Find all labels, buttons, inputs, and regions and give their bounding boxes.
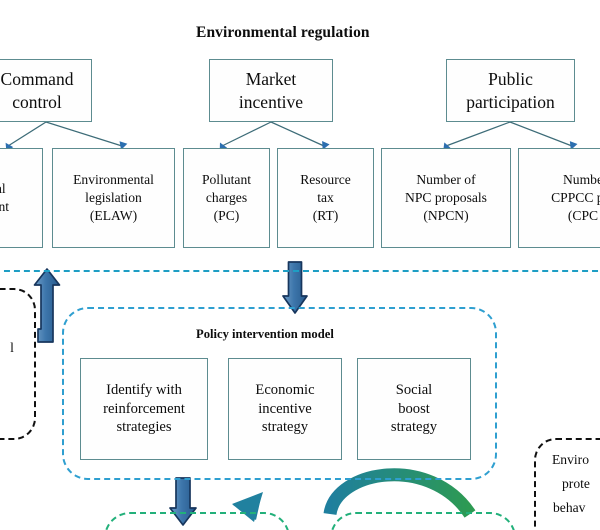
indicator-label-line-3: (NPCN) <box>423 207 469 223</box>
left-clipped-dashed-box[interactable] <box>0 288 36 440</box>
elbow-up-block-arrow <box>33 268 61 343</box>
environmental-protection-behavior-label-line-1: Enviro <box>552 452 589 467</box>
strategy-label-line-3: strategies <box>116 419 172 436</box>
indicator-label-line-2: charges <box>205 190 248 206</box>
category-box-market-incentive[interactable]: Market incentive <box>209 59 333 122</box>
environmental-protection-behavior-box[interactable] <box>534 438 600 530</box>
indicator-label-line-2: tax <box>317 190 334 206</box>
indicator-box-npc-proposals[interactable]: Number of NPC proposals (NPCN) <box>381 148 511 248</box>
category-label-line-2: control <box>12 91 62 112</box>
strategy-label-line-1: Identify with <box>106 381 182 398</box>
environmental-protection-behavior-label-line-3: behav <box>553 500 586 515</box>
strategy-label-line-2: boost <box>398 400 430 417</box>
indicator-label-line-3: (ELAW) <box>89 207 138 223</box>
indicator-label-line-2: ment <box>0 199 10 214</box>
page-title: Environmental regulation <box>196 24 370 41</box>
strategy-label-line-3: strategy <box>390 419 438 436</box>
indicator-label-line-2: legislation <box>85 190 142 206</box>
bottom-right-green-dashed-box[interactable] <box>330 512 516 530</box>
category-label-line-1: Command <box>0 68 74 89</box>
strategy-label-line-1: Economic <box>255 381 315 398</box>
category-label-line-2: incentive <box>238 91 304 112</box>
indicator-box-environmental-legislation[interactable]: Environmental legislation (ELAW) <box>52 148 175 248</box>
indicator-label-line-3: (RT) <box>312 207 339 223</box>
indicator-label-line-1: Resource <box>300 172 351 188</box>
category-label-line-1: Market <box>245 68 297 89</box>
policy-intervention-model-container <box>62 307 497 480</box>
indicator-label-line-1: Pollutant <box>201 172 252 188</box>
indicator-label-line-2: NPC proposals <box>405 190 487 206</box>
indicator-box-pollutant-charges[interactable]: Pollutant charges (PC) <box>183 148 270 248</box>
indicator-box-cppcc-proposals[interactable]: Numbe CPPCC pro (CPC <box>518 148 600 248</box>
indicator-box-resource-tax[interactable]: Resource tax (RT) <box>277 148 374 248</box>
indicator-label-line-1: Numbe <box>562 172 600 188</box>
strategy-label-line-2: incentive <box>258 400 312 417</box>
indicator-label-line-3: (PC) <box>213 207 240 223</box>
strategy-label-line-3: strategy <box>261 419 309 436</box>
category-label-line-2: participation <box>466 91 555 112</box>
policy-intervention-model-title: Policy intervention model <box>196 327 334 341</box>
strategy-box-economic-incentive-strategy[interactable]: Economic incentive strategy <box>228 358 342 460</box>
left-clipped-dashed-box-label: l <box>10 340 14 355</box>
strategy-label-line-2: reinforcement <box>103 400 185 417</box>
indicator-box-environmental-investment[interactable]: ntal ment <box>0 148 43 248</box>
section-divider <box>0 270 600 272</box>
indicator-label-line-1: ntal <box>0 181 6 197</box>
indicator-label-line-2: CPPCC pro <box>551 190 600 206</box>
category-label-line-1: Public <box>488 68 533 89</box>
category-box-command-control[interactable]: Command control <box>0 59 92 122</box>
bottom-left-green-dashed-box[interactable] <box>104 512 290 530</box>
environmental-protection-behavior-label-line-2: prote <box>562 476 590 491</box>
indicator-label-line-1: Environmental <box>73 172 154 188</box>
strategy-box-social-boost-strategy[interactable]: Social boost strategy <box>357 358 471 460</box>
indicator-label-line-1: Number of <box>416 172 476 188</box>
category-box-public-participation[interactable]: Public participation <box>446 59 575 122</box>
indicator-label-line-3: (CPC <box>567 207 599 223</box>
strategy-box-identify-with-reinforcement-strategies[interactable]: Identify with reinforcement strategies <box>80 358 208 460</box>
strategy-label-line-1: Social <box>395 381 433 398</box>
